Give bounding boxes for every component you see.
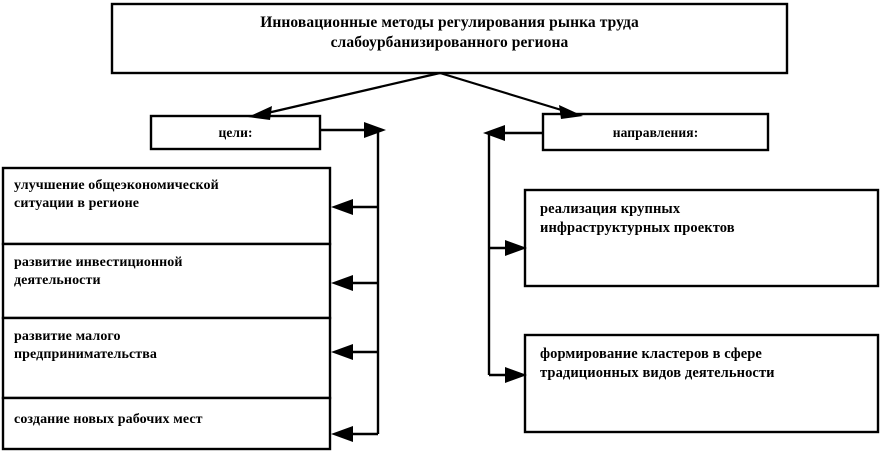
- arrowhead-goal-4: [331, 426, 353, 442]
- arrowhead-goal-2: [331, 275, 353, 291]
- goals-header-box: [149, 114, 322, 151]
- title-box: [110, 2, 789, 75]
- arrowhead-left-diagonal: [248, 106, 272, 120]
- direction-box-2: [523, 333, 880, 434]
- connector-title-to-directions: [439, 71, 583, 119]
- arrowhead-goal-1: [331, 199, 353, 215]
- connector-title-to-goals: [248, 71, 441, 120]
- arrowhead-goals-trunk-entry: [364, 122, 386, 138]
- goal-box-2: [1, 242, 332, 320]
- direction-box-1: [523, 188, 880, 288]
- goal-box-3: [1, 316, 332, 400]
- connector-directions-trunk: [483, 125, 543, 383]
- arrowhead-direction-2: [505, 367, 527, 383]
- arrowhead-right-diagonal: [559, 105, 583, 119]
- connector-goals-trunk: [320, 122, 386, 442]
- goal-box-1: [1, 166, 332, 246]
- arrowhead-goal-3: [331, 344, 353, 360]
- arrowhead-directions-trunk-entry: [483, 125, 505, 141]
- directions-header-box: [541, 112, 770, 152]
- goal-box-4: [1, 396, 332, 451]
- arrowhead-direction-1: [505, 240, 527, 256]
